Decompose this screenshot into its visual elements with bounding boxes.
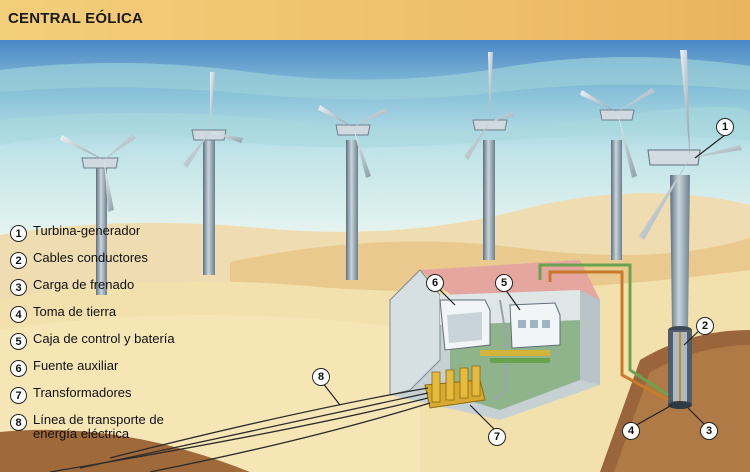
callout-2: 2 <box>696 317 714 335</box>
legend-label: Fuente auxiliar <box>33 358 119 373</box>
legend-item: 5 Caja de control y batería <box>10 332 240 359</box>
legend-item: 2 Cables conductores <box>10 251 240 278</box>
legend-label: Línea de transporte de energía eléctrica <box>33 412 164 441</box>
callout-5: 5 <box>495 274 513 292</box>
turbine <box>318 105 388 280</box>
legend-number: 5 <box>10 333 27 350</box>
legend-item: 6 Fuente auxiliar <box>10 359 240 386</box>
legend: 1 Turbina-generador 2 Cables conductores… <box>10 224 240 447</box>
legend-number: 6 <box>10 360 27 377</box>
legend-item: 3 Carga de frenado <box>10 278 240 305</box>
legend-item: 8 Línea de transporte de energía eléctri… <box>10 413 240 447</box>
ground-light <box>0 315 420 472</box>
header-bar: CENTRAL EÓLICA <box>0 0 750 40</box>
callout-1: 1 <box>716 118 734 136</box>
callout-4: 4 <box>622 422 640 440</box>
legend-item: 4 Toma de tierra <box>10 305 240 332</box>
turbine <box>580 88 655 260</box>
legend-label: Toma de tierra <box>33 304 117 319</box>
callout-8: 8 <box>312 368 330 386</box>
callout-7: 7 <box>488 428 506 446</box>
legend-number: 4 <box>10 306 27 323</box>
callout-6: 6 <box>426 274 444 292</box>
turbine <box>183 72 243 275</box>
legend-label: Caja de control y batería <box>33 331 175 346</box>
transformers <box>424 365 486 409</box>
sky-band <box>0 56 750 100</box>
legend-number: 8 <box>10 414 27 431</box>
legend-label: Turbina-generador <box>33 223 141 238</box>
legend-label: Carga de frenado <box>33 277 135 292</box>
callout-3: 3 <box>700 422 718 440</box>
legend-number: 1 <box>10 225 27 242</box>
main-turbine <box>639 50 742 409</box>
soil-strip <box>0 429 250 472</box>
conductor-cable <box>548 270 669 402</box>
legend-number: 2 <box>10 252 27 269</box>
legend-label: Cables conductores <box>33 250 148 265</box>
turbine <box>464 52 514 260</box>
conductor-cable <box>538 263 669 397</box>
sky-band <box>0 106 750 148</box>
legend-item: 7 Transformadores <box>10 386 240 413</box>
page-title: CENTRAL EÓLICA <box>8 10 144 27</box>
legend-item: 1 Turbina-generador <box>10 224 240 251</box>
legend-number: 3 <box>10 279 27 296</box>
legend-number: 7 <box>10 387 27 404</box>
turbine <box>60 134 136 295</box>
wind-farm-illustration <box>0 40 750 472</box>
transmission-lines <box>49 387 431 472</box>
legend-label: Transformadores <box>33 385 132 400</box>
